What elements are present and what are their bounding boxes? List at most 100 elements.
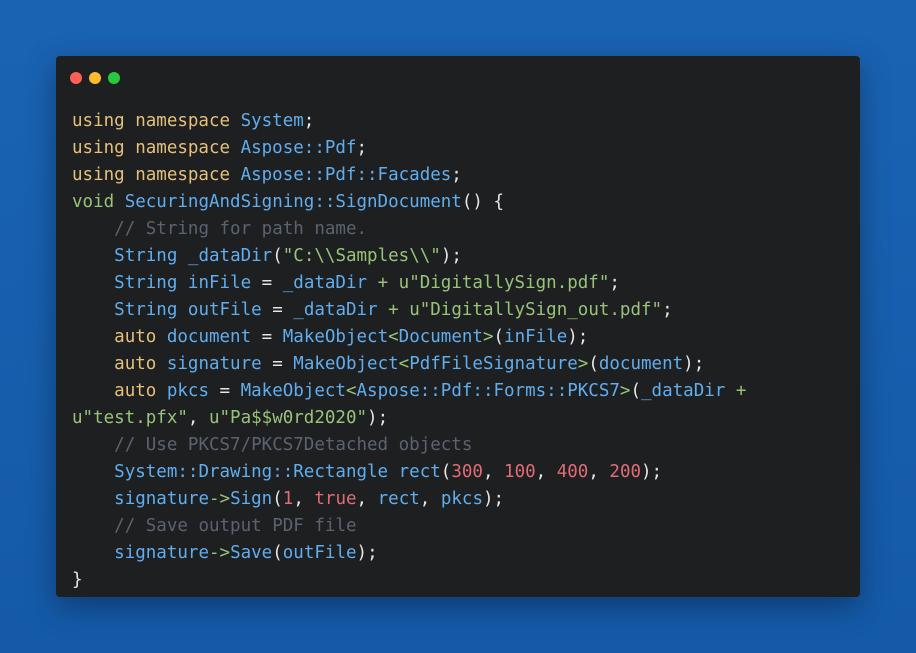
code-token: Aspose::Pdf bbox=[240, 138, 357, 158]
code-token: Aspose::Pdf::Forms::PKCS7 bbox=[356, 381, 620, 401]
code-token: -> bbox=[208, 489, 231, 509]
code-token: 300 bbox=[451, 462, 483, 482]
code-token: () { bbox=[461, 192, 504, 212]
code-token: auto bbox=[114, 381, 167, 401]
code-token bbox=[72, 462, 114, 482]
code-token: , bbox=[482, 462, 505, 482]
code-token bbox=[72, 435, 114, 455]
code-token: = bbox=[261, 300, 294, 320]
code-token bbox=[72, 219, 114, 239]
code-token: + bbox=[725, 381, 747, 401]
code-token: "C:\\Samples\\" bbox=[282, 246, 441, 266]
code-token: // Use PKCS7/PKCS7Detached objects bbox=[114, 435, 473, 455]
code-token: = bbox=[261, 354, 294, 374]
code-token: ( bbox=[440, 462, 452, 482]
code-token: rect bbox=[398, 462, 441, 482]
code-token: < bbox=[388, 327, 399, 347]
code-token: using namespace bbox=[72, 111, 241, 131]
code-token: auto bbox=[114, 327, 167, 347]
code-token: > bbox=[619, 381, 631, 401]
code-token: Save bbox=[230, 543, 273, 563]
code-token: > bbox=[482, 327, 494, 347]
code-token: document bbox=[598, 354, 684, 374]
code-line: using namespace Aspose::Pdf::Facades; bbox=[72, 162, 746, 189]
maximize-dot-icon[interactable] bbox=[108, 72, 120, 84]
code-line: // Save output PDF file bbox=[72, 513, 746, 540]
code-line: using namespace System; bbox=[72, 108, 746, 135]
code-token: 400 bbox=[556, 462, 589, 482]
code-line: System::Drawing::Rectangle rect(300, 100… bbox=[72, 459, 746, 486]
code-token: MakeObject bbox=[282, 327, 389, 347]
code-token bbox=[72, 273, 114, 293]
code-token: ); bbox=[440, 246, 462, 266]
code-token: , bbox=[419, 489, 441, 509]
code-token: ( bbox=[272, 543, 283, 563]
code-token: u"Pa$$w0rd2020" bbox=[208, 408, 368, 428]
code-token bbox=[72, 300, 114, 320]
code-token: , bbox=[535, 462, 557, 482]
code-token: u"test.pfx" bbox=[72, 408, 188, 428]
code-token: Sign bbox=[230, 489, 273, 509]
code-token: pkcs bbox=[440, 489, 484, 509]
code-token: ( bbox=[272, 489, 283, 509]
code-token: Aspose::Pdf::Facades bbox=[240, 165, 452, 185]
code-token: outFile bbox=[187, 300, 262, 320]
minimize-dot-icon[interactable] bbox=[89, 72, 101, 84]
code-token: outFile bbox=[282, 543, 357, 563]
code-token bbox=[72, 489, 114, 509]
code-token: // String for path name. bbox=[114, 219, 368, 239]
code-token: using namespace bbox=[72, 165, 241, 185]
code-token: , bbox=[187, 408, 209, 428]
code-token: _dataDir bbox=[641, 381, 726, 401]
code-token: signature bbox=[166, 354, 262, 374]
code-token: signature bbox=[114, 489, 209, 509]
code-token: rect bbox=[377, 489, 420, 509]
code-line: u"test.pfx", u"Pa$$w0rd2020"); bbox=[72, 405, 746, 432]
code-token: auto bbox=[114, 354, 167, 374]
code-token: ( bbox=[588, 354, 599, 374]
code-token: , bbox=[293, 489, 315, 509]
code-token: ; bbox=[451, 165, 462, 185]
close-dot-icon[interactable] bbox=[70, 72, 82, 84]
code-token: String bbox=[114, 273, 188, 293]
code-token: ; bbox=[609, 273, 620, 293]
code-token: ); bbox=[567, 327, 589, 347]
code-line: String inFile = _dataDir + u"DigitallySi… bbox=[72, 270, 746, 297]
code-token: ; bbox=[662, 300, 673, 320]
code-line: String outFile = _dataDir + u"DigitallyS… bbox=[72, 297, 746, 324]
code-token: _dataDir bbox=[187, 246, 273, 266]
code-token: MakeObject bbox=[293, 354, 399, 374]
code-token: using namespace bbox=[72, 138, 241, 158]
code-token: u"DigitallySign_out.pdf" bbox=[409, 300, 663, 320]
code-token: < bbox=[345, 381, 357, 401]
code-token: = bbox=[209, 381, 241, 401]
code-token: -> bbox=[208, 543, 231, 563]
code-token: } bbox=[72, 570, 83, 590]
code-token: SecuringAndSigning::SignDocument bbox=[124, 192, 462, 212]
code-token: 200 bbox=[609, 462, 642, 482]
code-line: String _dataDir("C:\\Samples\\"); bbox=[72, 243, 746, 270]
code-token: signature bbox=[114, 543, 209, 563]
code-token: < bbox=[398, 354, 410, 374]
code-token bbox=[72, 327, 114, 347]
code-token: String bbox=[114, 246, 188, 266]
code-token: = bbox=[251, 327, 283, 347]
code-token: , bbox=[356, 489, 378, 509]
code-line: auto signature = MakeObject<PdfFileSigna… bbox=[72, 351, 746, 378]
code-line: signature->Save(outFile); bbox=[72, 540, 746, 567]
code-line: } bbox=[72, 567, 746, 594]
code-token: // Save output PDF file bbox=[114, 516, 357, 536]
code-token: + bbox=[377, 300, 410, 320]
code-token bbox=[72, 516, 114, 536]
code-token: , bbox=[588, 462, 610, 482]
code-token: ); bbox=[483, 489, 505, 509]
code-token: ; bbox=[356, 138, 368, 158]
code-token: System::Drawing::Rectangle bbox=[114, 462, 399, 482]
code-token: pkcs bbox=[166, 381, 209, 401]
code-token: u"DigitallySign.pdf" bbox=[398, 273, 610, 293]
code-token: ); bbox=[641, 462, 663, 482]
code-block: using namespace System;using namespace A… bbox=[72, 108, 746, 594]
code-token bbox=[72, 543, 114, 563]
code-token: = bbox=[251, 273, 283, 293]
code-line: void SecuringAndSigning::SignDocument() … bbox=[72, 189, 746, 216]
